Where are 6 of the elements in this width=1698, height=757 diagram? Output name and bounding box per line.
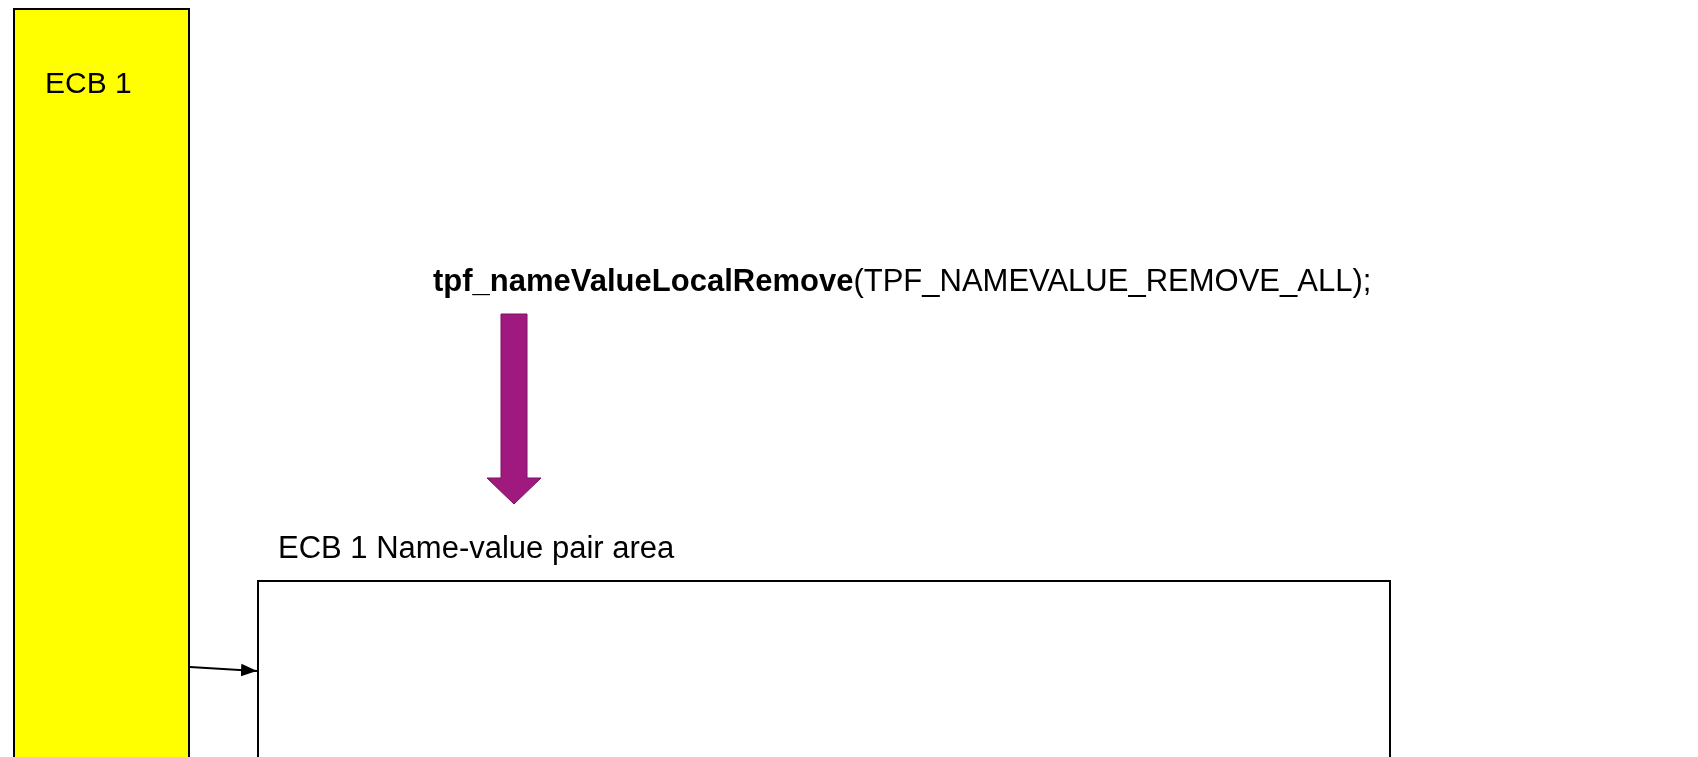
block-arrow: [486, 313, 542, 505]
ecb-block: [13, 8, 190, 757]
area-heading: ECB 1 Name-value pair area: [278, 530, 675, 566]
arrow: [189, 663, 258, 677]
block-label: ECB 1: [45, 66, 132, 100]
function-call-text: tpf_nameValueLocalRemove(TPF_NAMEVALUE_REMOVE_ALL);: [433, 258, 1683, 304]
